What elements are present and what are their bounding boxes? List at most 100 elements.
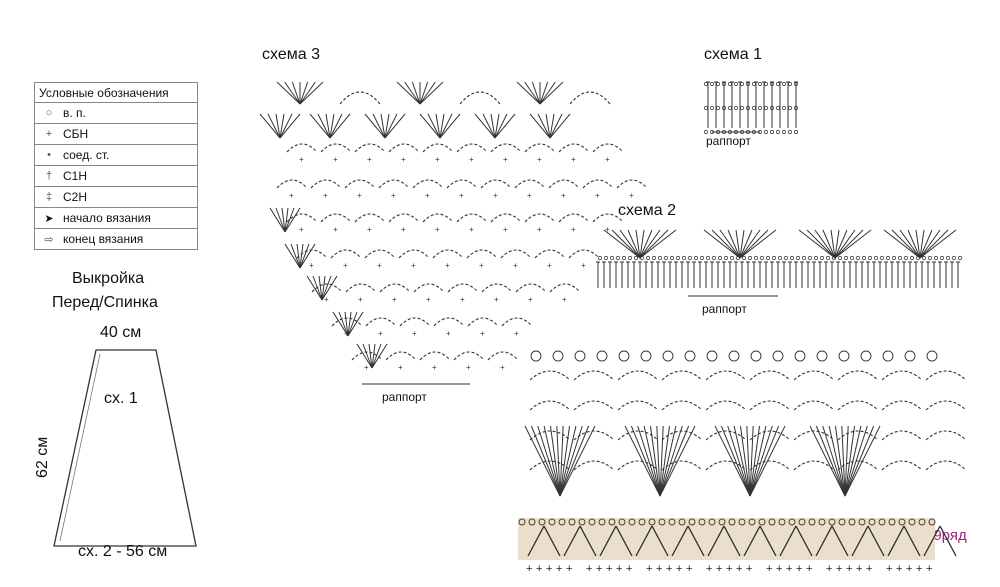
lace-arch — [573, 400, 615, 411]
scheme2-fan — [899, 229, 921, 259]
scheme3-arch — [432, 249, 464, 259]
lace-arch — [617, 430, 659, 441]
scheme3-sc-mark: + — [364, 363, 369, 372]
lace-sc-mark: + — [796, 563, 802, 575]
scheme3-sc-mark: + — [426, 295, 431, 304]
legend-label: С1Н — [63, 169, 88, 183]
legend-label: в. п. — [63, 106, 86, 120]
scheme2-chain — [706, 256, 710, 260]
scheme3-sc-mark: + — [513, 261, 518, 270]
scheme2-chain — [790, 256, 794, 260]
scheme3-arch — [388, 143, 420, 153]
scheme2-fan — [834, 229, 856, 259]
lace-pineapple — [749, 425, 754, 497]
lace-arch — [793, 370, 835, 381]
lace-v-stitch — [723, 525, 741, 557]
scheme2-fan — [739, 229, 761, 259]
lace-v-stitch — [563, 525, 581, 557]
scheme2-chain — [772, 256, 776, 260]
scheme2-chain — [742, 256, 746, 260]
scheme3-arch — [354, 213, 386, 223]
scheme3-side-fan — [284, 207, 301, 233]
legend-row: +СБН — [35, 124, 197, 145]
lace-v-stitch — [903, 525, 921, 557]
scheme1-chain — [740, 82, 744, 86]
lace-arch — [793, 400, 835, 411]
scheme3-side-fan — [299, 243, 310, 269]
scheme2-chain — [682, 256, 686, 260]
scheme2-chain — [868, 256, 872, 260]
legend-title: Условные обозначения — [35, 83, 197, 103]
scheme3-arch — [490, 213, 522, 223]
scheme3-fan — [545, 113, 551, 139]
scheme2-chain — [712, 256, 716, 260]
scheme3-sc-mark: + — [537, 155, 542, 164]
scheme3-side-fan — [368, 343, 373, 369]
scheme3-arch — [490, 143, 522, 153]
scheme3-sc-mark: + — [493, 191, 498, 200]
scheme3-sc-mark: + — [445, 261, 450, 270]
scheme3-arch — [592, 143, 624, 153]
lace-sc-mark: + — [726, 563, 732, 575]
scheme3-sc-mark: + — [401, 155, 406, 164]
lace-pineapple — [559, 425, 577, 497]
scheme2-fan — [639, 229, 677, 259]
scheme3-fan — [384, 113, 406, 139]
scheme3-fan — [494, 113, 508, 139]
legend-row: ⇨конец вязания — [35, 229, 197, 249]
scheme3-fan — [419, 81, 429, 105]
scheme2-chain — [778, 256, 782, 260]
lace-pineapple — [556, 425, 561, 497]
scheme3-sc-mark: + — [605, 225, 610, 234]
scheme2-chain — [796, 256, 800, 260]
lace-chain — [578, 518, 586, 526]
lace-chain — [858, 518, 866, 526]
legend-label: СБН — [63, 127, 89, 141]
scheme3-side-fan — [299, 243, 304, 269]
lace-arch — [705, 370, 747, 381]
scheme3-arch — [558, 143, 590, 153]
scheme3-sc-mark: + — [432, 363, 437, 372]
lace-sc-mark: + — [916, 563, 922, 575]
scheme3-sc-mark: + — [605, 155, 610, 164]
lace-arch — [925, 400, 967, 411]
scheme2-fan — [919, 229, 925, 259]
scheme1-chain — [764, 82, 768, 86]
scheme3-arch — [592, 213, 624, 223]
lace-chain — [658, 518, 666, 526]
lace-chain — [898, 518, 906, 526]
pattern-title-line2: Перед/Спинка — [52, 294, 158, 311]
scheme2-chain — [814, 256, 818, 260]
scheme2-fan — [619, 229, 641, 259]
scheme3-sc-mark: + — [377, 261, 382, 270]
scheme2-fan — [719, 229, 741, 259]
lace-sc-mark: + — [686, 563, 692, 575]
lace-v-stitch — [867, 525, 885, 557]
scheme3-fan — [309, 113, 331, 139]
lace-chain — [598, 518, 606, 526]
scheme3-arch — [453, 351, 485, 361]
scheme3-side-fan — [347, 311, 364, 337]
lace-arch — [705, 430, 747, 441]
scheme2-fan — [919, 229, 933, 259]
scheme2-chain — [952, 256, 956, 260]
scheme3-arch — [276, 179, 308, 189]
lace-pineapple — [624, 425, 661, 497]
lace-arch — [925, 370, 967, 381]
lace-pineapple — [524, 425, 561, 497]
scheme3-fan — [427, 113, 441, 139]
scheme2-chain — [904, 256, 908, 260]
lace-chain — [808, 518, 816, 526]
lace-pineapple — [844, 425, 868, 497]
scheme3-fan — [439, 113, 445, 139]
scheme3-arch — [364, 249, 396, 259]
lace-pineapple — [559, 425, 596, 497]
scheme2-fan — [627, 229, 641, 259]
scheme3-sc-mark: + — [459, 191, 464, 200]
scheme3-fan — [329, 113, 343, 139]
scheme3-side-fan — [275, 207, 286, 233]
scheme2-chain — [856, 256, 860, 260]
scheme3-fan — [380, 113, 386, 139]
scheme1-chain — [722, 106, 726, 110]
scheme2-fan — [915, 229, 921, 259]
